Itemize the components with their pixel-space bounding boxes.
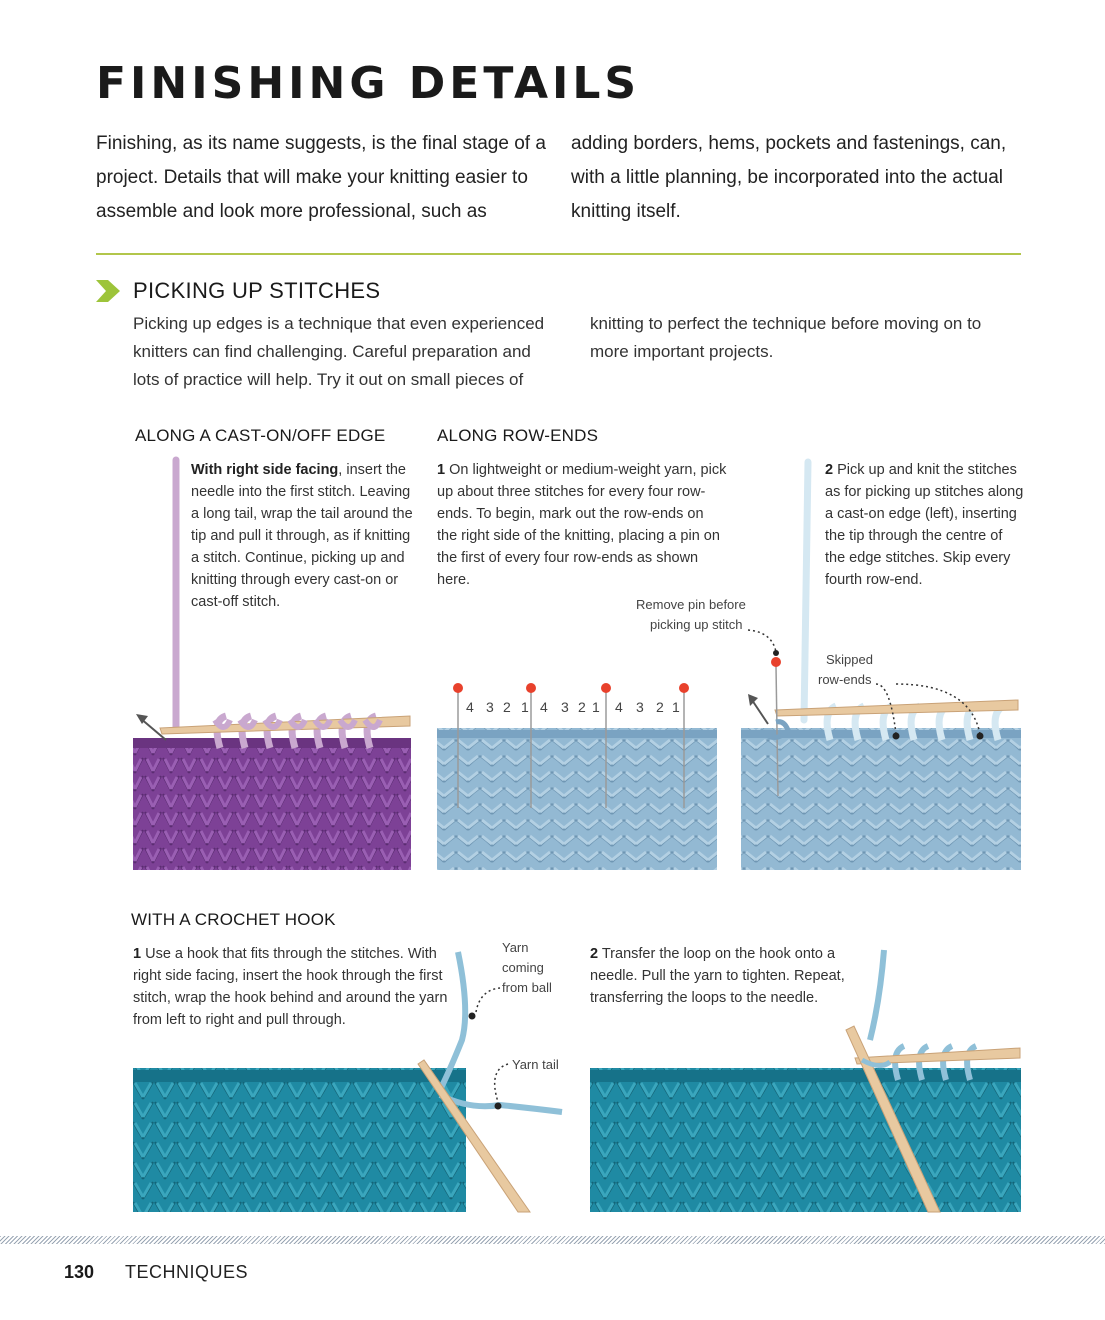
crochet-step-2-illustration [590, 949, 1021, 1213]
pin-label: 1 [672, 699, 680, 715]
row-ends-step-2: 2 Pick up and knit the stitches as for p… [825, 459, 1025, 591]
subheading-cast-on-edge: ALONG A CAST-ON/OFF EDGE [135, 426, 386, 445]
cast-on-step-rest: , insert the needle into the first stitc… [191, 462, 413, 610]
crochet-step-2-number: 2 [590, 946, 599, 962]
row-ends-step-1-number: 1 [437, 462, 446, 478]
cast-on-step-text: With right side facing, insert the needl… [191, 459, 419, 613]
section-divider [96, 253, 1021, 255]
row-ends-step-1-text: On lightweight or medium-weight yarn, pi… [437, 462, 727, 588]
cast-on-edge-illustration [133, 456, 411, 870]
row-ends-pickup-illustration [741, 458, 1021, 870]
note-skipped-line1: Skipped [826, 652, 873, 667]
row-ends-pins-illustration [437, 683, 717, 870]
pin-label: 4 [466, 699, 474, 715]
row-ends-step-2-number: 2 [825, 462, 834, 478]
section-text-right: knitting to perfect the technique before… [590, 314, 982, 361]
row-ends-step-2-text: Pick up and knit the stitches as for pic… [825, 462, 1024, 588]
pin-head [601, 683, 611, 693]
note-yarn-ball-line1: Yarn [502, 940, 529, 955]
pin-label: 3 [561, 699, 569, 715]
note-remove-pin-line1: Remove pin before [636, 597, 746, 612]
pin-label: 4 [615, 699, 623, 715]
subheading-crochet-hook: WITH A CROCHET HOOK [131, 910, 336, 929]
intro-text-left: Finishing, as its name suggests, is the … [96, 133, 546, 222]
note-remove-pin-line2: picking up stitch [650, 617, 743, 632]
crochet-step-1: 1 Use a hook that fits through the stitc… [133, 943, 463, 1031]
crochet-step-2: 2 Transfer the loop on the hook onto a n… [590, 943, 855, 1009]
pin-label: 1 [521, 699, 529, 715]
page-number: 130 [64, 1262, 95, 1282]
crochet-step-2-text: Transfer the loop on the hook onto a nee… [590, 946, 845, 1006]
footer-band [0, 1236, 1105, 1244]
pin-head [679, 683, 689, 693]
page-title: FINISHING DETAILS [96, 58, 641, 109]
pin-label: 2 [578, 699, 586, 715]
pin-head [453, 683, 463, 693]
crochet-step-1-illustration [133, 951, 563, 1213]
row-ends-step-1: 1 On lightweight or medium-weight yarn, … [437, 459, 727, 591]
section-name: TECHNIQUES [125, 1262, 249, 1282]
chevron-right-icon [96, 280, 120, 302]
pin-label: 2 [503, 699, 511, 715]
pin-label: 3 [636, 699, 644, 715]
subheading-row-ends: ALONG ROW-ENDS [437, 426, 599, 445]
note-skipped-line2: row-ends [818, 672, 872, 687]
pin-label: 3 [486, 699, 494, 715]
crochet-step-1-text: Use a hook that fits through the stitche… [133, 946, 448, 1028]
intro-text-right: adding borders, hems, pockets and fasten… [571, 133, 1007, 222]
pin-head [526, 683, 536, 693]
crochet-step-1-number: 1 [133, 946, 142, 962]
section-heading: PICKING UP STITCHES [133, 278, 381, 303]
note-yarn-ball-line3: from ball [502, 980, 552, 995]
note-yarn-ball-line2: coming [502, 960, 544, 975]
pin-label: 1 [592, 699, 600, 715]
section-text-left: Picking up edges is a technique that eve… [133, 314, 545, 389]
pin-label: 2 [656, 699, 664, 715]
note-yarn-tail: Yarn tail [512, 1057, 559, 1072]
pin-label: 4 [540, 699, 548, 715]
cast-on-step-bold: With right side facing [191, 462, 339, 478]
